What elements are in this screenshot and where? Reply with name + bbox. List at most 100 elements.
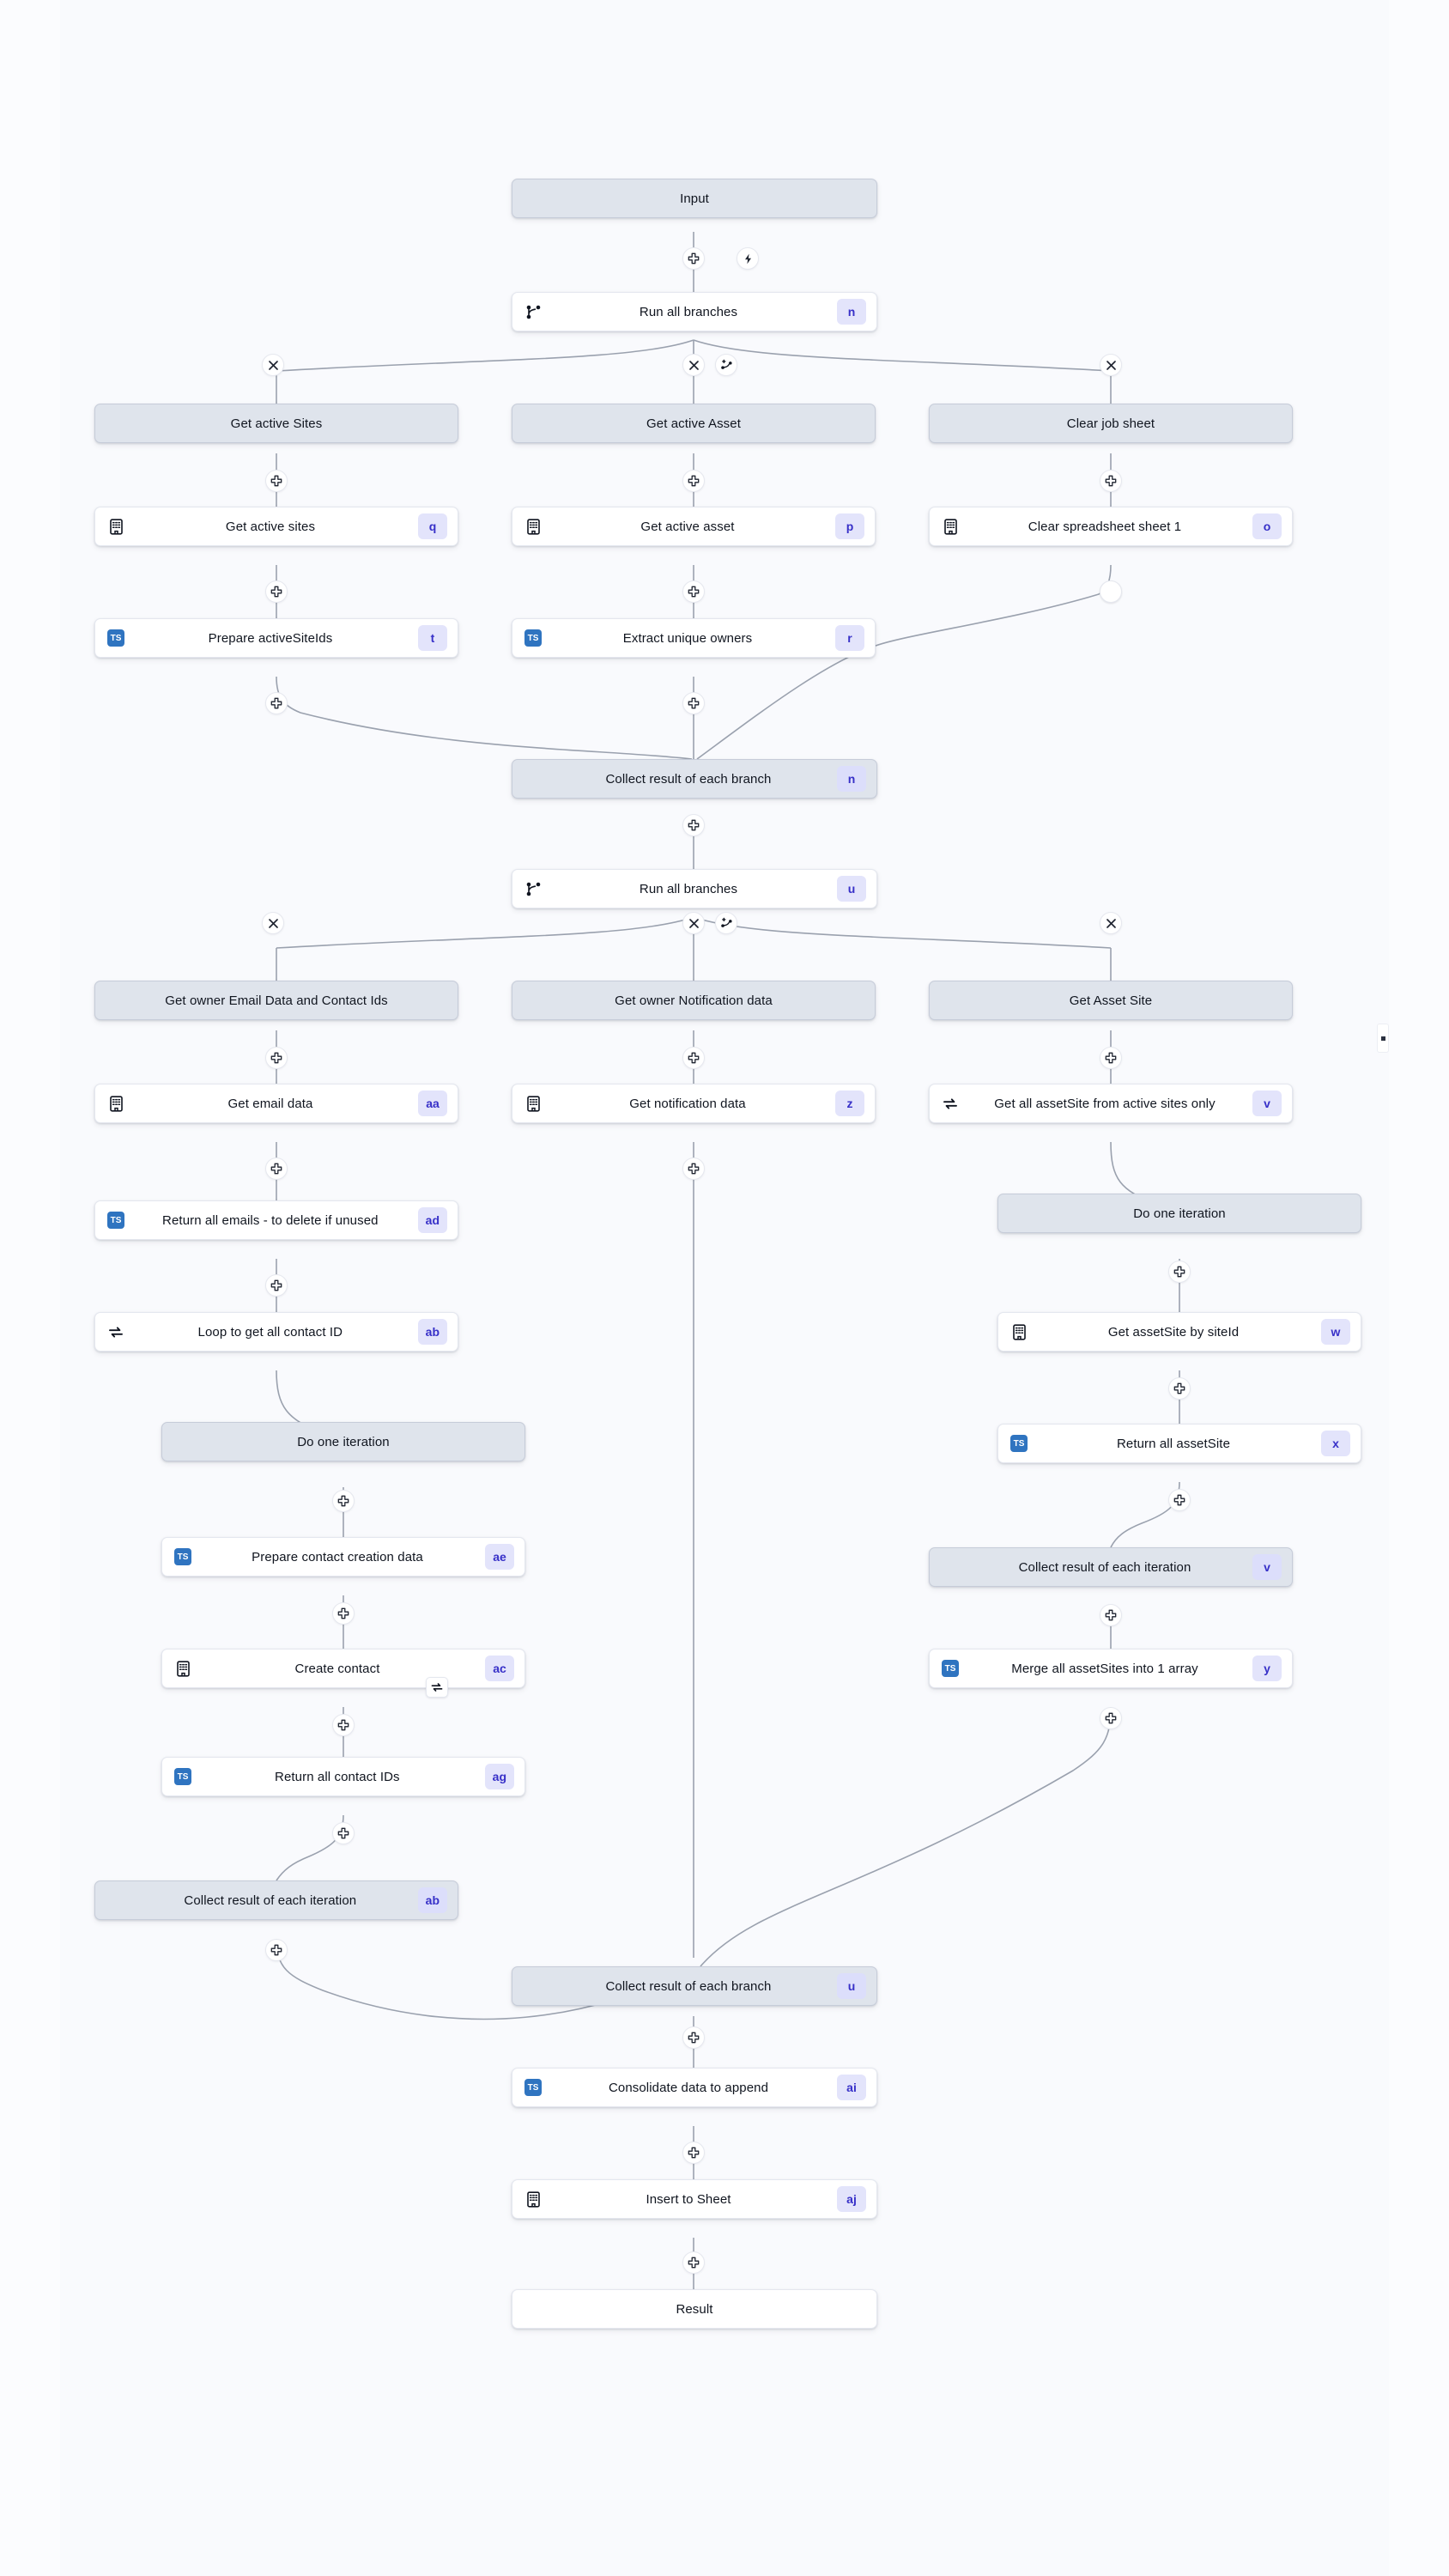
node-run-all-branches-1[interactable]: Run all branches n	[512, 292, 877, 331]
node-loop-get-contact-id[interactable]: Loop to get all contact ID ab	[94, 1312, 458, 1352]
add-step-button[interactable]	[682, 2142, 705, 2164]
node-badge[interactable]: t	[418, 625, 447, 651]
node-get-all-assetsite[interactable]: Get all assetSite from active sites only…	[929, 1084, 1293, 1123]
branch-header-owner-notification-data[interactable]: Get owner Notification data	[512, 981, 876, 1020]
node-get-notification-data[interactable]: Get notification data z	[512, 1084, 876, 1123]
node-badge[interactable]: x	[1321, 1431, 1350, 1456]
node-collect-result-each-iteration-right[interactable]: Collect result of each iteration v	[929, 1547, 1293, 1587]
add-step-button[interactable]	[682, 692, 705, 714]
branch-header-get-asset-site[interactable]: Get Asset Site	[929, 981, 1293, 1020]
add-step-button[interactable]	[265, 580, 288, 603]
add-step-button[interactable]	[1168, 1261, 1191, 1283]
node-badge[interactable]: aa	[418, 1091, 447, 1116]
node-badge[interactable]: o	[1252, 513, 1282, 539]
node-badge[interactable]: y	[1252, 1656, 1282, 1681]
add-step-button[interactable]	[682, 470, 705, 492]
node-badge[interactable]: ac	[485, 1656, 514, 1681]
node-get-assetsite-by-siteid[interactable]: Get assetSite by siteId w	[997, 1312, 1361, 1352]
typescript-icon: TS	[523, 2077, 543, 2098]
add-step-button[interactable]	[265, 1274, 288, 1297]
node-badge[interactable]: z	[835, 1091, 864, 1116]
add-step-button[interactable]	[1100, 1047, 1122, 1069]
add-step-button[interactable]	[1168, 1377, 1191, 1400]
add-step-button[interactable]	[332, 1822, 355, 1844]
node-badge[interactable]: u	[837, 876, 866, 902]
collapsed-panel-handle[interactable]	[1377, 1024, 1389, 1053]
add-step-button[interactable]	[265, 692, 288, 714]
add-step-button[interactable]	[682, 2251, 705, 2274]
node-badge[interactable]: r	[835, 625, 864, 651]
remove-branch-button[interactable]	[1100, 912, 1122, 934]
node-run-all-branches-2[interactable]: Run all branches u	[512, 869, 877, 908]
trigger-bolt-button[interactable]	[737, 247, 759, 270]
add-step-button[interactable]	[1100, 1604, 1122, 1626]
node-get-active-asset[interactable]: Get active asset p	[512, 507, 876, 546]
remove-branch-button[interactable]	[262, 912, 284, 934]
node-clear-spreadsheet-sheet-1[interactable]: Clear spreadsheet sheet 1 o	[929, 507, 1293, 546]
node-input[interactable]: Input	[512, 179, 877, 218]
node-collect-result-each-iteration-left[interactable]: Collect result of each iteration ab	[94, 1880, 458, 1920]
add-step-button[interactable]	[1100, 470, 1122, 492]
node-consolidate-data[interactable]: TS Consolidate data to append ai	[512, 2068, 877, 2107]
node-collect-result-each-branch-1[interactable]: Collect result of each branch n	[512, 759, 877, 799]
add-step-button[interactable]	[682, 814, 705, 836]
node-result[interactable]: Result	[512, 2289, 877, 2329]
add-step-button[interactable]	[332, 1714, 355, 1736]
node-badge[interactable]: ab	[417, 1887, 447, 1913]
add-step-button[interactable]	[682, 247, 705, 270]
iteration-header-right[interactable]: Do one iteration	[997, 1194, 1361, 1233]
add-step-button[interactable]	[332, 1490, 355, 1512]
node-create-contact[interactable]: Create contact ac	[161, 1649, 525, 1688]
node-badge[interactable]: ai	[837, 2075, 866, 2100]
remove-branch-button[interactable]	[262, 354, 284, 376]
branch-header-clear-job-sheet[interactable]: Clear job sheet	[929, 404, 1293, 443]
node-badge[interactable]: v	[1252, 1091, 1282, 1116]
node-badge[interactable]: w	[1321, 1319, 1350, 1345]
node-badge[interactable]: ad	[417, 1207, 447, 1233]
add-step-button[interactable]	[332, 1602, 355, 1625]
add-step-button[interactable]	[1168, 1489, 1191, 1511]
node-merge-assetsites[interactable]: TS Merge all assetSites into 1 array y	[929, 1649, 1293, 1688]
node-badge[interactable]: ag	[484, 1764, 514, 1789]
add-step-button[interactable]	[265, 1157, 288, 1180]
node-badge[interactable]: u	[837, 1973, 866, 1999]
node-return-all-contact-ids[interactable]: TS Return all contact IDs ag	[161, 1757, 525, 1796]
node-badge[interactable]: n	[837, 299, 866, 325]
node-badge[interactable]: ae	[485, 1544, 514, 1570]
add-step-button[interactable]	[265, 470, 288, 492]
branch-header-owner-email-data[interactable]: Get owner Email Data and Contact Ids	[94, 981, 458, 1020]
add-branch-button[interactable]	[715, 354, 737, 376]
node-collect-result-each-branch-2[interactable]: Collect result of each branch u	[512, 1966, 877, 2006]
branch-header-get-active-sites[interactable]: Get active Sites	[94, 404, 458, 443]
add-step-button[interactable]	[682, 1047, 705, 1069]
node-extract-unique-owners[interactable]: TS Extract unique owners r	[512, 618, 876, 658]
add-step-button[interactable]	[265, 1047, 288, 1069]
add-step-button[interactable]	[265, 1939, 288, 1961]
node-badge[interactable]: q	[418, 513, 447, 539]
node-prepare-activesiteids[interactable]: TS Prepare activeSiteIds t	[94, 618, 458, 658]
add-branch-button[interactable]	[715, 912, 737, 934]
node-badge[interactable]: v	[1252, 1554, 1282, 1580]
node-return-all-assetsite[interactable]: TS Return all assetSite x	[997, 1424, 1361, 1463]
branch-header-get-active-asset[interactable]: Get active Asset	[512, 404, 876, 443]
remove-branch-button[interactable]	[682, 354, 705, 376]
remove-branch-button[interactable]	[1100, 354, 1122, 376]
add-step-button[interactable]	[682, 580, 705, 603]
node-prepare-contact-creation-data[interactable]: TS Prepare contact creation data ae	[161, 1537, 525, 1577]
add-step-button[interactable]	[682, 2026, 705, 2049]
node-insert-to-sheet[interactable]: Insert to Sheet aj	[512, 2179, 877, 2219]
retry-icon[interactable]	[426, 1677, 448, 1698]
node-get-email-data[interactable]: Get email data aa	[94, 1084, 458, 1123]
add-step-button[interactable]	[1100, 1707, 1122, 1729]
node-badge[interactable]: ab	[417, 1319, 447, 1345]
node-badge[interactable]: n	[837, 766, 866, 792]
remove-branch-button[interactable]	[682, 912, 705, 934]
iteration-header-left[interactable]: Do one iteration	[161, 1422, 525, 1461]
node-get-active-sites[interactable]: Get active sites q	[94, 507, 458, 546]
add-step-button[interactable]	[682, 1157, 705, 1180]
node-badge[interactable]: aj	[837, 2186, 866, 2212]
node-return-all-emails[interactable]: TS Return all emails - to delete if unus…	[94, 1200, 458, 1240]
add-step-button[interactable]	[1100, 580, 1122, 603]
node-badge[interactable]: p	[835, 513, 864, 539]
